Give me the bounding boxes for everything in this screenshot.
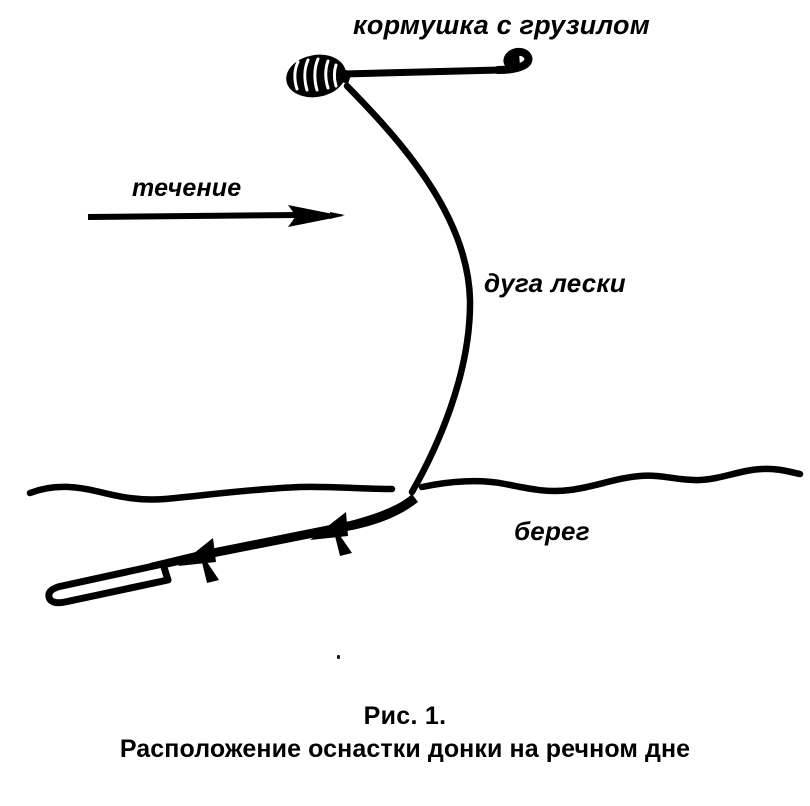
- rig-direction-arrow: [178, 538, 219, 583]
- line-arc: [343, 82, 474, 496]
- label-shore: берег: [514, 516, 590, 546]
- river-bottom-line: [26, 465, 804, 503]
- caption-figure-number: Рис. 1.: [363, 702, 447, 730]
- fishing-rod: [45, 560, 172, 607]
- label-feeder-with-sinker: кормушка с грузилом: [353, 10, 650, 40]
- rig-direction-arrow: [310, 512, 352, 556]
- fishing-hook: [494, 47, 533, 74]
- feeder-leader-line: [340, 66, 504, 78]
- caption-title: Расположение оснастки донки на речном дн…: [119, 735, 691, 763]
- label-current: течение: [132, 174, 242, 202]
- feeder-coil: [286, 54, 352, 98]
- label-line-arc: дуга лески: [484, 268, 626, 298]
- rig-line: [148, 494, 418, 572]
- current-arrow: [87, 205, 345, 227]
- scan-speck: [337, 655, 340, 659]
